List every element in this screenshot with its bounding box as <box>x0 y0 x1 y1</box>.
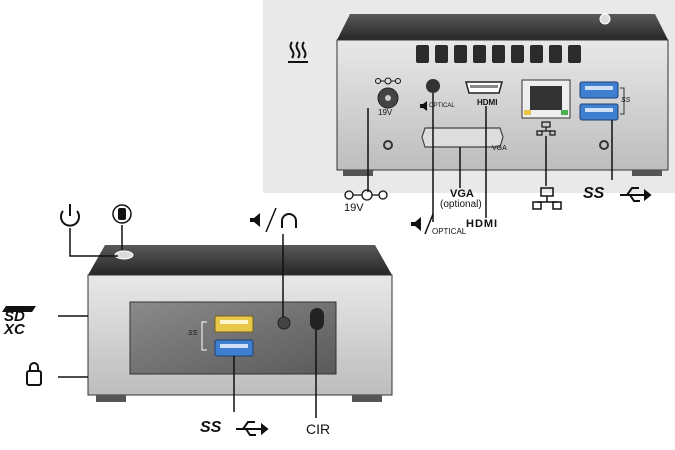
headset-icon <box>250 207 297 233</box>
rear-foot-left <box>343 170 373 176</box>
optical-callout-icon <box>411 213 434 235</box>
rear-power-indicator <box>599 13 611 25</box>
rear-hdmi-small-label: HDMI <box>477 98 498 107</box>
headset-jack <box>277 316 291 330</box>
front-usb3-callout-icon <box>236 421 269 436</box>
rear-screw-right <box>599 140 609 150</box>
heat-vent-icon <box>288 41 308 63</box>
callout-front-usb-label: SS <box>200 419 222 436</box>
front-callout-lines <box>58 225 317 418</box>
vga-cover <box>421 127 504 148</box>
front-chassis <box>87 245 393 402</box>
ethernet-icon <box>536 121 556 136</box>
rear-callout-lines <box>367 93 613 222</box>
ethernet-callout-icon <box>532 187 562 210</box>
front-foot-right <box>352 395 382 402</box>
callout-rear-usb-label: SS <box>583 185 605 202</box>
rear-foot-right <box>632 170 662 176</box>
dc-power-callout-icon <box>344 189 388 201</box>
callout-hdmi-label: HDMI <box>466 218 499 230</box>
callout-dc-label: 19V <box>344 202 364 214</box>
kensington-lock-icon <box>26 362 42 386</box>
dc-power-icon <box>375 77 401 85</box>
power-button-icon <box>60 204 80 227</box>
front-usb-small-label: SS <box>188 330 198 337</box>
callout-cir-label: CIR <box>306 421 331 437</box>
front-port-panel <box>129 301 337 375</box>
optical-audio-icon <box>420 101 427 111</box>
rear-vga-small-label: VGA <box>492 145 507 152</box>
callout-vga-note: (optional) <box>440 199 482 210</box>
sdxc-icon <box>2 306 36 312</box>
front-power-button <box>114 250 134 260</box>
rear-dc-small-label: 19V <box>378 108 393 117</box>
front-foot-left <box>96 395 126 402</box>
rear-chassis <box>336 13 669 176</box>
hdd-led-icon <box>112 204 132 224</box>
rear-optical-small-label: OPTICAL <box>429 103 455 109</box>
cir-sensor <box>310 308 324 330</box>
rear-screw-left <box>383 140 393 150</box>
callout-vga-label: VGA <box>450 188 474 200</box>
rear-usb3-callout-icon <box>620 187 652 202</box>
optical-audio-port <box>426 79 440 93</box>
rear-vent-row <box>416 45 581 63</box>
sdxc-label: SD XC <box>4 308 25 338</box>
callout-optical-label: OPTICAL <box>432 227 467 236</box>
rear-usb-small-label: SS <box>621 97 631 104</box>
